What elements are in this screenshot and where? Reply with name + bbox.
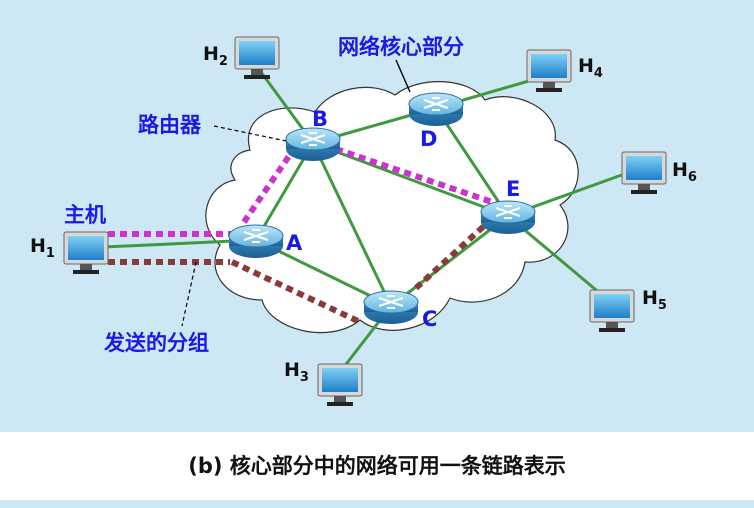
packet-annotation-line: [181, 261, 197, 327]
host-icon: [621, 151, 667, 194]
router-icon: [285, 127, 341, 161]
host-label-H3: H3: [284, 359, 309, 385]
router-label-B: B: [312, 107, 328, 131]
router-label-D: D: [420, 127, 437, 151]
caption: (b) 核心部分中的网络可用一条链路表示: [188, 454, 566, 478]
bottom-divider: [0, 500, 754, 508]
host-label-H2: H2: [203, 43, 228, 69]
host-icon: [317, 363, 363, 406]
host-icon: [234, 36, 280, 79]
router-icon: [480, 200, 536, 234]
host-label-H1: H1: [30, 235, 55, 261]
router-icon: [363, 290, 419, 324]
path-magenta: [108, 146, 499, 237]
cloud-label-pointer: [395, 59, 411, 93]
router-icon: [228, 224, 284, 258]
path-brown: [108, 223, 487, 325]
host-label-H5: H5: [642, 287, 667, 313]
host-icon: [63, 231, 109, 274]
router-label-E: E: [506, 177, 520, 201]
cloud-label: 网络核心部分: [338, 35, 464, 59]
host-icon: [526, 49, 572, 92]
packet-annotation: 发送的分组: [103, 331, 209, 355]
link-B-C: [311, 142, 393, 307]
host-icon: [589, 289, 635, 332]
router-label-A: A: [286, 231, 303, 255]
router-annotation: 路由器: [138, 113, 202, 137]
router-label-C: C: [422, 307, 437, 331]
link-D-E: [434, 107, 510, 217]
host-label-H4: H4: [578, 55, 603, 81]
host-annotation: 主机: [64, 203, 106, 227]
host-label-H6: H6: [672, 159, 697, 185]
link-B-E: [312, 141, 509, 218]
router-icon: [408, 92, 464, 126]
